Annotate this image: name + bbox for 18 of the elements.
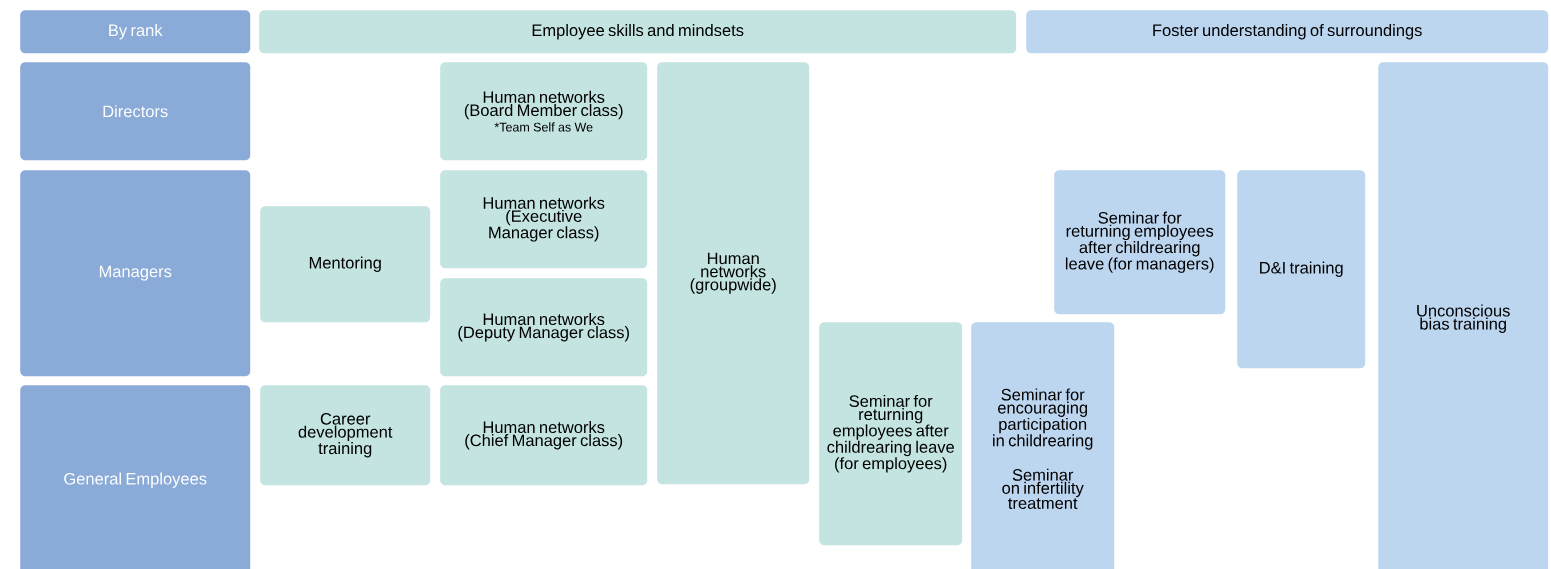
rank-box: Managers xyxy=(20,170,251,377)
program-box: Human networks (Chief Manager class) xyxy=(440,385,648,486)
rank-box: General Employees xyxy=(20,385,251,569)
program-box: Mentoring xyxy=(260,206,431,323)
program-box: Unconscious bias training xyxy=(1378,62,1549,569)
program-box: Human networks (Deputy Manager class) xyxy=(440,278,648,377)
program-box: Seminar for returning employees after childrearing leave (for employees) xyxy=(819,322,963,546)
header-box: Foster understanding of surroundings xyxy=(1026,10,1549,54)
program-box: Career development training xyxy=(260,385,431,486)
program-box: Human networks (Board Member class) *Team Self as We xyxy=(440,62,648,161)
program-box: Human networks (Executive Manager class) xyxy=(440,170,648,269)
program-box: D&I training xyxy=(1237,170,1366,369)
header-box: Employee skills and mindsets xyxy=(259,10,1017,54)
program-box: Seminar for returning employees after childrearing leave (for managers) xyxy=(1054,170,1226,315)
program-box: Human networks (groupwide) xyxy=(657,62,810,485)
rank-box: Directors xyxy=(20,62,251,161)
program-box: Seminar for encouraging participation in childrearing Seminar on infertility treatment xyxy=(971,322,1115,569)
header-box: By rank xyxy=(20,10,251,54)
